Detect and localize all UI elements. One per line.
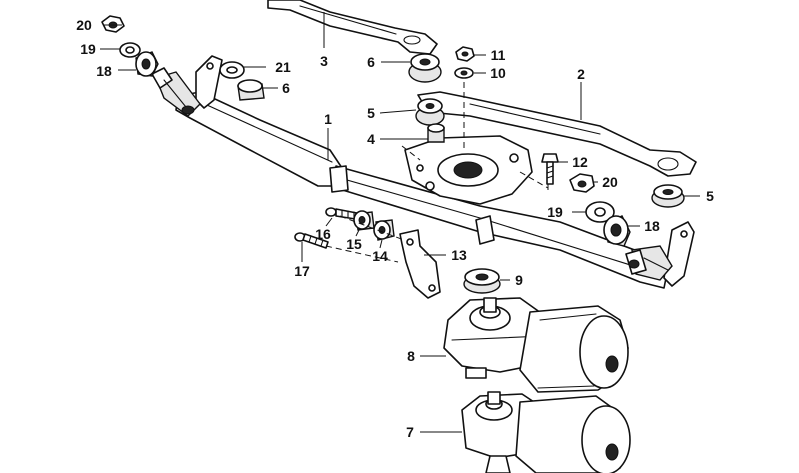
callout-9: 9 (515, 272, 523, 288)
callout-19-right: 19 (547, 204, 563, 220)
callout-18-right: 18 (644, 218, 660, 234)
callout-8: 8 (407, 348, 415, 364)
washer-19-left (119, 42, 141, 58)
grommet-5-right (651, 184, 685, 208)
bracket-13 (399, 229, 441, 299)
callout-14: 14 (372, 248, 388, 264)
callout-15: 15 (346, 236, 362, 252)
callout-6-left: 6 (282, 80, 290, 96)
grommet-5-center (415, 98, 445, 126)
connecting-rod-3 (267, 0, 438, 55)
nut-20-right (569, 173, 595, 193)
wiper-motor-7 (461, 391, 631, 473)
bolt-12 (541, 153, 559, 185)
callout-3: 3 (320, 53, 328, 69)
right-wiper-spindle (625, 245, 673, 281)
assembly-lines (325, 82, 549, 263)
callout-16: 16 (315, 226, 331, 242)
bushing-14 (373, 219, 395, 241)
left-wiper-spindle (151, 67, 201, 117)
bushing-18-right (603, 215, 631, 247)
grommet-6-center (408, 53, 442, 83)
callout-17: 17 (294, 263, 310, 279)
callout-7: 7 (406, 424, 414, 440)
washer-10 (454, 67, 474, 79)
bolt-17 (294, 232, 329, 249)
callout-12: 12 (572, 154, 588, 170)
callout-5-center: 5 (367, 105, 375, 121)
callout-19-left: 19 (80, 41, 96, 57)
bushing-18-left (135, 51, 159, 77)
callout-5-right: 5 (706, 188, 714, 204)
callout-20-right: 20 (602, 174, 618, 190)
callout-20-left: 20 (76, 17, 92, 33)
leader-lines (100, 12, 700, 433)
callout-21: 21 (275, 59, 291, 75)
nut-20-left (101, 15, 125, 33)
callout-6-center: 6 (367, 54, 375, 70)
callout-11: 11 (491, 47, 506, 63)
washer-21 (219, 61, 245, 79)
pin-4 (427, 123, 445, 143)
callout-10: 10 (490, 65, 506, 81)
callout-13: 13 (451, 247, 467, 263)
callout-4: 4 (367, 131, 375, 147)
wiper-motor-8 (443, 297, 629, 393)
connecting-rod-2 (417, 91, 697, 177)
callout-1: 1 (324, 111, 332, 127)
callout-18-left: 18 (96, 63, 112, 79)
wiper-frame-1 (175, 55, 695, 289)
nut-11 (455, 46, 475, 62)
callout-2: 2 (577, 66, 585, 82)
grommet-6-left (237, 79, 265, 101)
callout-labels: 20 19 18 21 6 3 1 6 5 4 11 10 2 12 20 19… (76, 17, 714, 440)
bushing-15 (353, 210, 375, 231)
washer-9 (463, 268, 501, 294)
